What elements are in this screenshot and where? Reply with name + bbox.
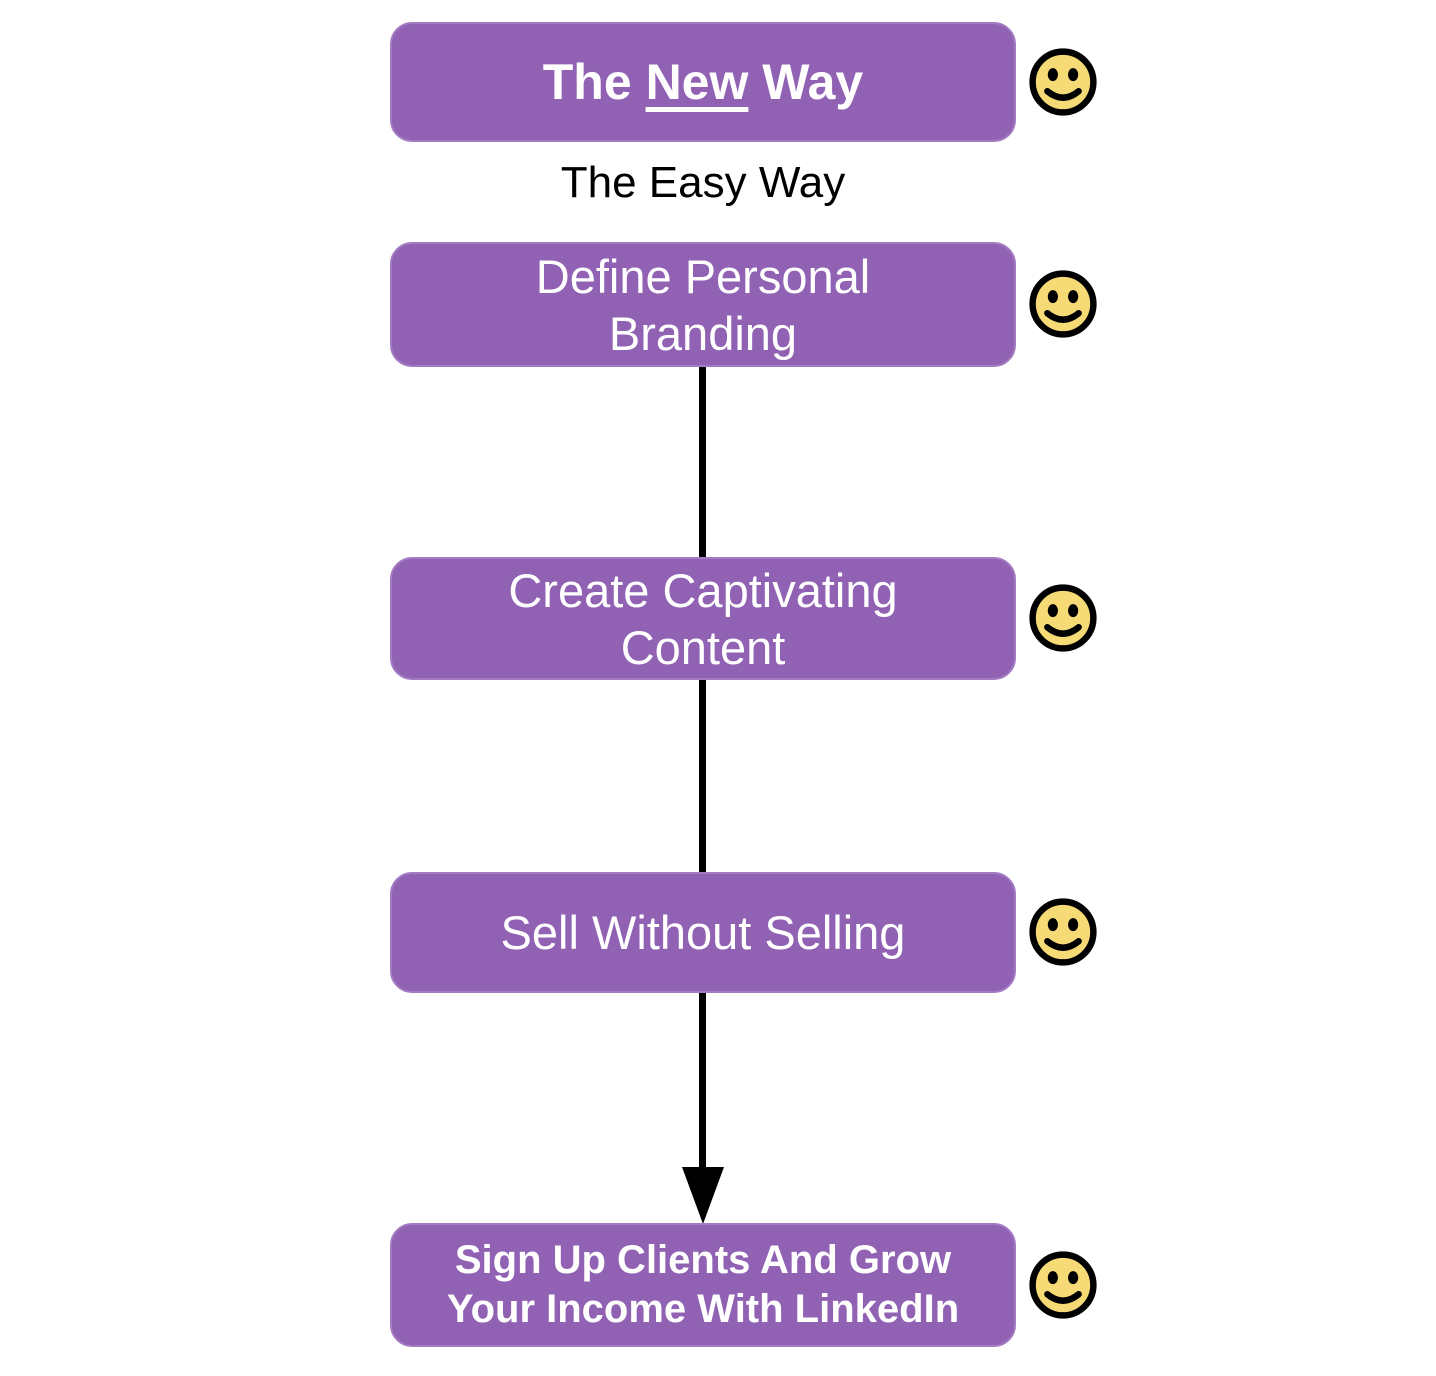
- title-text: The New Way: [543, 53, 863, 111]
- connector-line: [699, 366, 706, 558]
- subtitle-text: The Easy Way: [560, 158, 846, 207]
- title-prefix: The: [542, 54, 646, 110]
- title-underlined-word: New: [645, 54, 749, 110]
- smiley-icon: [1029, 584, 1097, 652]
- title-box: The New Way: [390, 22, 1016, 142]
- final-label-line: Sign Up Clients And Grow: [454, 1238, 952, 1282]
- step-label-line: Define Personal: [535, 249, 871, 303]
- connector-line: [699, 992, 706, 1172]
- smiley-icon: [1029, 1251, 1097, 1319]
- arrowhead-down-icon: [682, 1167, 724, 1224]
- step-box-sell-without-selling: Sell Without Selling: [390, 872, 1016, 993]
- final-label-line: Your Income With LinkedIn: [446, 1287, 960, 1331]
- smiley-icon: [1029, 270, 1097, 338]
- step-box-create-captivating-content: Create Captivating Content: [390, 557, 1016, 680]
- smiley-icon: [1029, 48, 1097, 116]
- final-box-sign-up-clients: Sign Up Clients And Grow Your Income Wit…: [390, 1223, 1016, 1347]
- title-suffix: Way: [748, 54, 864, 110]
- step-label-line: Create Captivating: [508, 563, 898, 617]
- smiley-icon: [1029, 898, 1097, 966]
- step-label-line: Branding: [608, 306, 798, 360]
- step-label-line: Content: [620, 620, 786, 674]
- connector-line: [699, 679, 706, 873]
- step-label-line: Sell Without Selling: [500, 906, 906, 959]
- step-box-define-personal-branding: Define Personal Branding: [390, 242, 1016, 367]
